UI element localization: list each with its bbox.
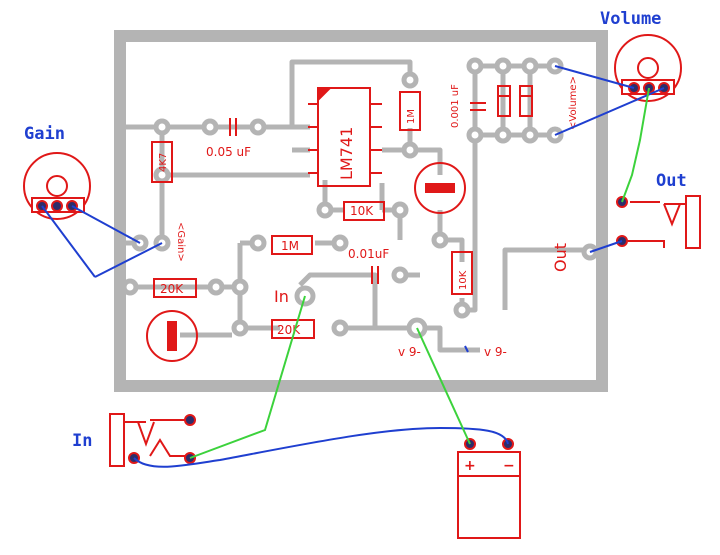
resistor-20k-a [153, 278, 197, 298]
battery-minus: − [503, 458, 515, 474]
battery-plus: + [464, 458, 476, 474]
wires-green [189, 87, 650, 459]
label-r-10k-mid: 10K [350, 204, 374, 218]
pcb-board [114, 30, 608, 392]
volume-label: Volume [600, 9, 661, 29]
volume-pot [614, 34, 682, 102]
label-out-mark: Out [551, 243, 570, 272]
resistor-10k-mid [343, 201, 385, 221]
label-chip: LM741 [337, 127, 356, 180]
label-r-20k-a: 20K [160, 282, 184, 296]
label-c-0001: 0.001 uF [450, 84, 461, 128]
label-r-20k-b: 20K [277, 323, 301, 337]
label-in-mark: In [274, 287, 289, 306]
in-jack [109, 413, 196, 467]
in-label: In [72, 431, 92, 451]
out-label: Out [656, 171, 687, 191]
out-jack [616, 195, 701, 249]
board-labels: 0.05 uF 4K7 LM741 1M 0.001 uF <Volume> 1… [158, 76, 579, 359]
pcb-pads [121, 57, 599, 339]
label-v9-a: v 9- [398, 345, 421, 359]
resistor-4k7 [151, 141, 173, 183]
resistor-1m-top [399, 91, 421, 131]
battery: + − [457, 438, 521, 539]
label-r-1m-mid: 1M [281, 239, 299, 253]
label-gain-mark: <Gain> [175, 222, 186, 262]
gain-pot [23, 152, 91, 220]
label-c-001: 0.01uF [348, 247, 389, 261]
electrolytic-cap-right [414, 162, 466, 214]
label-c-005: 0.05 uF [206, 145, 251, 159]
label-v9-b: v 9- [484, 345, 507, 359]
label-r-1m-top: 1M [406, 109, 417, 124]
gain-label: Gain [24, 124, 65, 144]
wires-blue [41, 65, 665, 468]
label-volume-mark: <Volume> [568, 76, 579, 130]
resistor-10k-right [451, 251, 473, 295]
resistor-1m-mid [271, 235, 313, 255]
components [146, 85, 533, 362]
electrolytic-cap-left [146, 310, 198, 362]
lm741-chip [317, 87, 371, 187]
label-r-10k-right: 10K [458, 270, 469, 290]
label-r-4k7: 4K7 [158, 153, 169, 172]
